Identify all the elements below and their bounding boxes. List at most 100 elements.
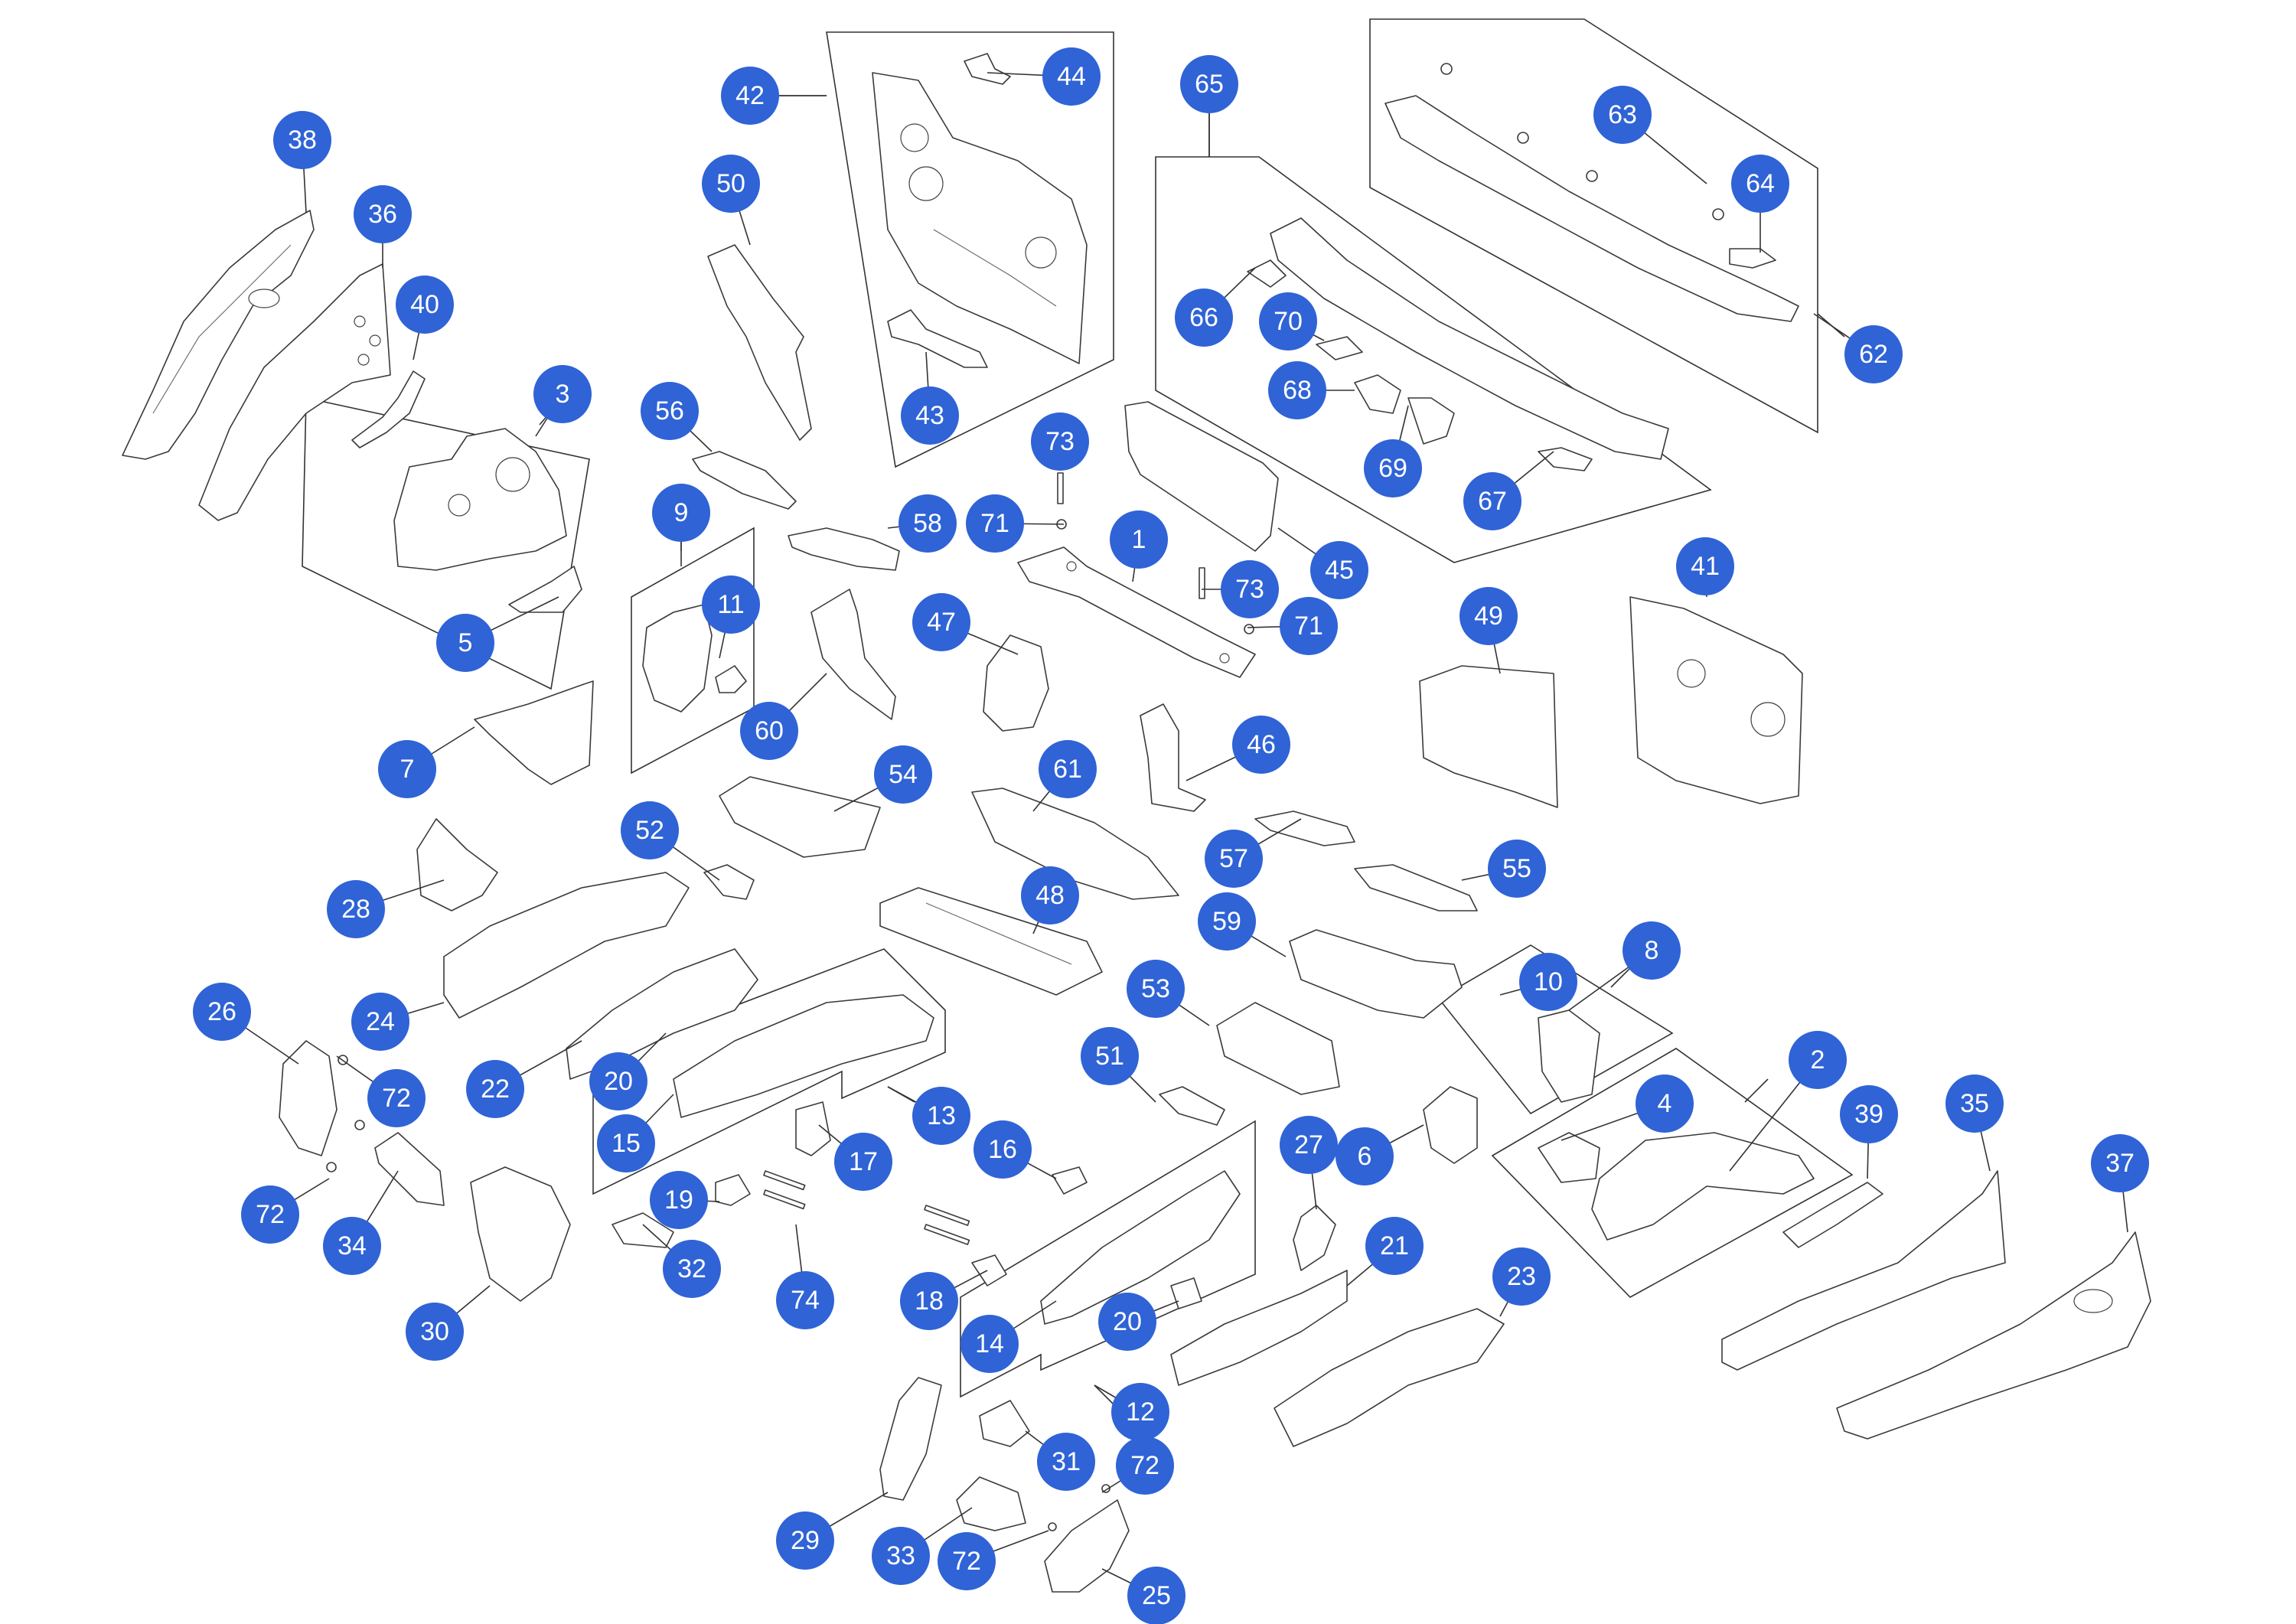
callout-number: 20 [604,1067,633,1096]
callout-circle [1198,892,1256,951]
part-68 [1354,374,1401,414]
callout-54: 54 [874,745,932,804]
callout-circle [1021,866,1079,925]
callout-number: 64 [1746,169,1775,198]
callout-71: 71 [1280,597,1338,655]
part-26 [279,1040,338,1156]
callout-46: 46 [1232,716,1290,774]
part-46 [1140,703,1206,812]
part-59 [1289,929,1463,1019]
part-13 [673,994,934,1118]
callout-15: 15 [597,1114,655,1172]
part-49 [1419,665,1558,808]
group-outline-42 [826,31,1114,468]
callout-number: 1 [1132,525,1146,554]
part-58 [788,527,900,571]
callout-circle [1365,1217,1424,1275]
callout-74: 74 [776,1271,834,1329]
callout-3: 3 [533,365,592,423]
callout-circle [702,576,760,634]
callout-number: 41 [1691,552,1720,581]
callout-circle [436,614,494,672]
callout-20: 20 [1098,1293,1156,1351]
callout-number: 71 [1294,611,1323,641]
part-51 [1159,1086,1225,1126]
part-55 [1354,864,1478,911]
callout-number: 71 [980,509,1009,538]
callout-44: 44 [1042,47,1101,106]
group-outline-8 [1437,944,1674,1115]
callout-52: 52 [621,801,679,859]
callout-circle [938,1532,996,1590]
callout-72: 72 [1116,1436,1174,1495]
callout-number: 74 [791,1286,820,1315]
part-3 [393,428,567,571]
callout-number: 7 [400,755,415,784]
callout-circle [1519,953,1577,1011]
callout-number: 9 [674,498,689,527]
callout-circle [1676,537,1734,595]
part-37 [1836,1231,2151,1440]
callout-number: 45 [1325,556,1354,585]
callout-number: 60 [755,716,784,745]
callout-number: 5 [458,628,473,657]
callout-50: 50 [702,155,760,213]
callout-circle [1127,1567,1186,1624]
callout-11: 11 [702,576,760,634]
callout-58: 58 [899,494,957,553]
callout-71: 71 [966,494,1024,553]
part-7 [474,680,594,785]
callout-number: 18 [915,1286,944,1316]
callout-number: 63 [1608,100,1637,129]
callout-circle [1259,292,1317,351]
callout-circle [378,740,436,798]
callout-circle [1111,1383,1169,1441]
callout-37: 37 [2091,1134,2149,1192]
part-61 [971,788,1179,900]
callout-number: 39 [1854,1100,1883,1129]
callout-number: 10 [1534,967,1563,996]
callout-62: 62 [1844,325,1903,383]
callout-circle [367,1069,426,1127]
part-5 [508,566,582,613]
callout-circle [900,1272,958,1330]
callout-circle [1110,510,1168,569]
callout-circle [1232,716,1290,774]
callout-68: 68 [1268,361,1326,419]
callout-number: 53 [1141,974,1170,1003]
part-11 [715,665,747,693]
callout-43: 43 [901,386,959,445]
callout-circle [273,111,331,169]
part-42 [872,72,1088,364]
callout-number: 24 [366,1007,395,1036]
callout-28: 28 [327,880,385,938]
part-64 [1729,248,1776,269]
part-27 [1293,1205,1336,1271]
callout-72: 72 [367,1069,426,1127]
callout-24: 24 [351,993,409,1051]
part-23 [1274,1308,1505,1447]
callout-circle [901,386,959,445]
callout-number: 22 [481,1075,510,1104]
callout-number: 25 [1142,1581,1171,1610]
part-41 [1629,596,1803,804]
callout-circle [1031,413,1089,471]
callout-69: 69 [1364,439,1422,497]
callout-circle [241,1185,299,1244]
callout-circle [899,494,957,553]
part-34 [374,1132,445,1206]
callout-number: 12 [1126,1397,1155,1427]
callout-33: 33 [872,1527,930,1585]
callout-circle [533,365,592,423]
part-47 [983,634,1049,732]
callout-number: 27 [1294,1130,1323,1159]
callout-number: 20 [1113,1307,1142,1336]
callout-circle [589,1052,647,1110]
part-65-member [1270,217,1669,460]
callout-number: 13 [927,1101,956,1130]
callout-circle [650,1171,708,1229]
callout-55: 55 [1488,840,1546,898]
callout-12: 12 [1111,1383,1169,1441]
callout-number: 67 [1478,487,1507,516]
part-28 [416,818,498,911]
